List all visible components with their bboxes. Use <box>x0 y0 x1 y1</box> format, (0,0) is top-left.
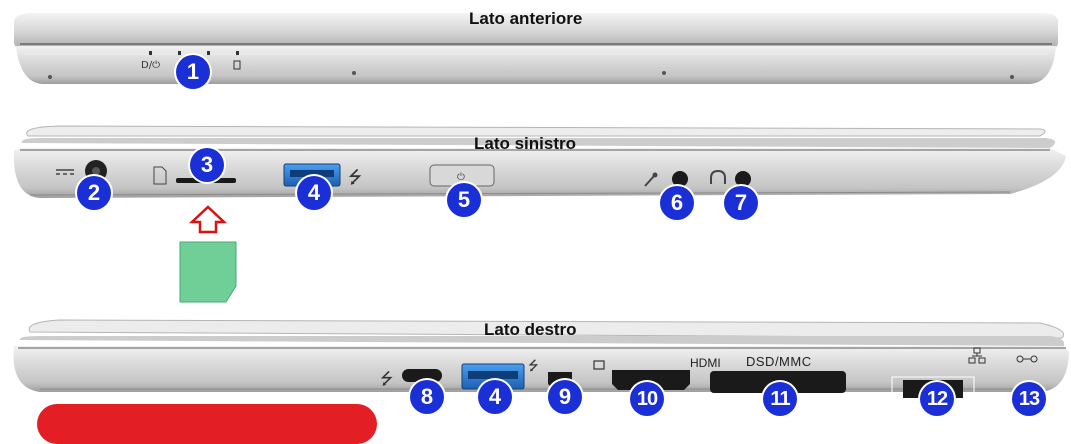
svg-text:⭍: ⭍ <box>348 168 362 188</box>
headphone-icon <box>710 169 726 184</box>
callout-13: 13 <box>1012 382 1046 416</box>
power-icon: ⏻ <box>457 172 465 183</box>
laptop-ports-diagram: D/⏻ <box>13 9 1069 444</box>
lan-icon <box>968 347 986 364</box>
callout-10: 10 <box>630 382 664 416</box>
microphone-icon <box>644 172 658 187</box>
callout-8: 8 <box>410 380 444 414</box>
svg-text:D/⏻: D/⏻ <box>141 60 160 71</box>
display-port-icon <box>593 360 605 370</box>
callout-7: 7 <box>724 186 758 220</box>
left-view-laptop: ⭍ ⏻ <box>13 125 1066 303</box>
callout-11: 11 <box>763 382 797 416</box>
callout-1: 1 <box>176 55 210 89</box>
usb-icon: ⭍ <box>380 369 393 388</box>
usb-icon: ⭍ <box>348 168 362 188</box>
hdmi-port-label: HDMI <box>690 356 721 370</box>
left-view-label: Lato sinistro <box>474 134 577 153</box>
callout-6: 6 <box>660 186 694 220</box>
laptop-illustration: D/⏻ <box>13 13 1069 399</box>
front-view-label: Lato anteriore <box>469 9 583 28</box>
front-view-laptop: D/⏻ <box>14 13 1058 84</box>
callout-3: 3 <box>190 148 224 182</box>
svg-text:⭍: ⭍ <box>528 359 539 374</box>
red-banner <box>37 404 377 444</box>
callout-4-left: 4 <box>297 176 331 210</box>
dc-in-icon <box>56 169 74 175</box>
callout-4-right: 4 <box>478 380 512 414</box>
callout-9: 9 <box>548 380 582 414</box>
callout-5: 5 <box>447 183 481 217</box>
sim-icon <box>153 166 167 185</box>
lock-icon <box>1016 355 1038 363</box>
card-reader-label: DSD/MMC <box>746 354 812 369</box>
right-view-label: Lato destro <box>484 320 577 339</box>
callout-12: 12 <box>920 382 954 416</box>
callout-2: 2 <box>77 176 111 210</box>
arrow-up-icon <box>188 205 228 234</box>
